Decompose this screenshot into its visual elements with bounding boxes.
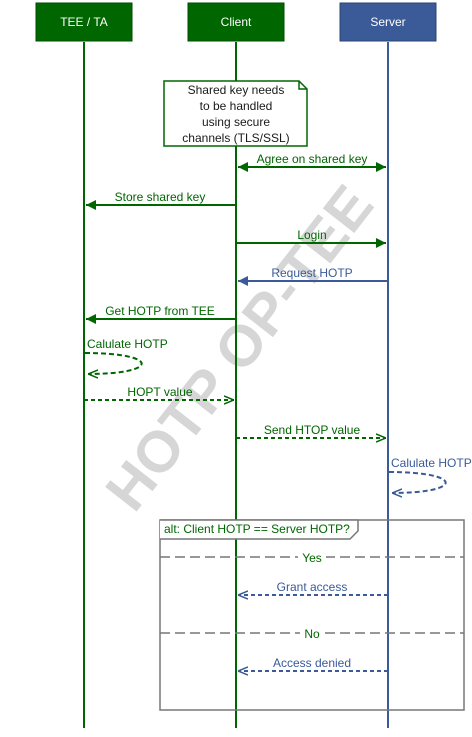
note-line: using secure [202, 115, 270, 129]
message-grant-access: Grant access [238, 580, 388, 595]
participant-tee: TEE / TA [35, 2, 133, 42]
message-label: Access denied [273, 656, 351, 670]
message-calculate-hotp-tee: Calulate HOTP [84, 337, 168, 374]
message-label: Send HTOP value [264, 423, 361, 437]
message-label: Request HOTP [271, 266, 352, 280]
note-line: Shared key needs [188, 83, 285, 97]
message-label: Calulate HOTP [391, 456, 472, 470]
message-hopt-value: HOPT value [84, 385, 234, 400]
message-store-shared-key: Store shared key [86, 190, 236, 210]
message-request-hotp: Request HOTP [238, 266, 388, 286]
message-label: Grant access [277, 580, 348, 594]
participant-server: Server [339, 2, 437, 42]
participant-label: TEE / TA [60, 15, 108, 29]
note: Shared key needs to be handled using sec… [163, 80, 308, 147]
alt-frame-title: alt: Client HOTP == Server HOTP? [164, 522, 350, 536]
message-get-hotp: Get HOTP from TEE [86, 304, 236, 324]
message-calculate-hotp-server: Calulate HOTP [388, 456, 472, 493]
participant-client: Client [187, 2, 285, 42]
note-line: channels (TLS/SSL) [182, 131, 289, 145]
message-access-denied: Access denied [238, 656, 388, 671]
message-label: Calulate HOTP [87, 337, 168, 351]
note-line: to be handled [200, 99, 273, 113]
message-label: Agree on shared key [257, 152, 368, 166]
message-label: Login [297, 228, 326, 242]
message-send-htop-value: Send HTOP value [236, 423, 386, 438]
alt-frame: alt: Client HOTP == Server HOTP? Yes No [159, 519, 465, 711]
message-label: Get HOTP from TEE [105, 304, 215, 318]
participant-label: Server [370, 15, 405, 29]
message-label: Store shared key [115, 190, 206, 204]
message-label: HOPT value [127, 385, 192, 399]
alt-condition-yes: Yes [302, 551, 322, 565]
participant-label: Client [221, 15, 252, 29]
alt-condition-no: No [304, 627, 320, 641]
message-login: Login [236, 228, 386, 248]
message-agree-shared-key: Agree on shared key [238, 152, 386, 172]
